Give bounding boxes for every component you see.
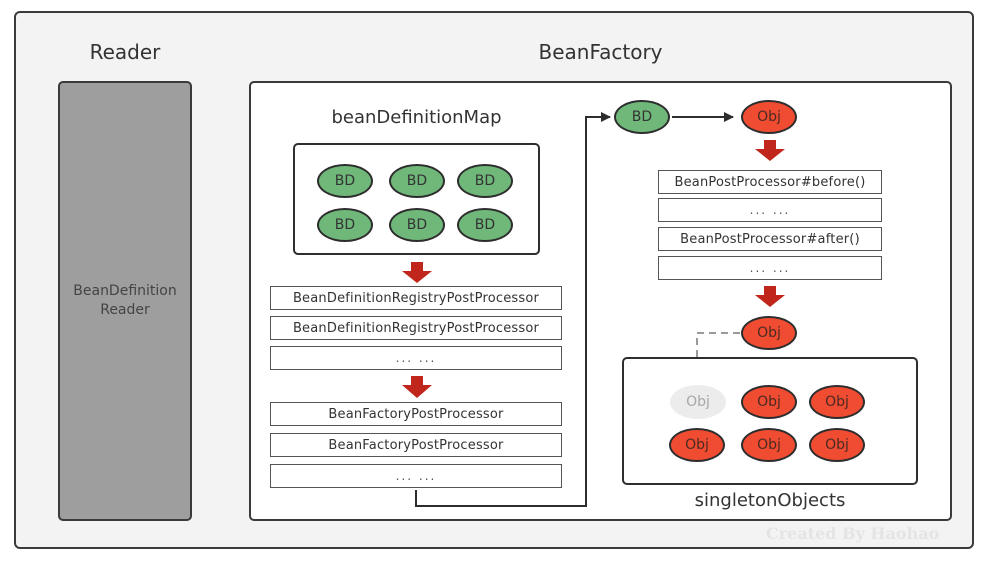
registry-post-processor-row: BeanDefinitionRegistryPostProcessor	[270, 316, 562, 340]
singleton-objects-box	[622, 357, 918, 485]
bean-post-processor-row: BeanPostProcessor#after()	[658, 227, 882, 251]
reader-title: Reader	[89, 40, 161, 64]
bean-post-processor-ellipsis-row: ... ...	[658, 256, 882, 280]
result-object-node: Obj	[741, 316, 797, 350]
red-down-arrow-4	[755, 286, 785, 307]
bean-definition-node: BD	[317, 208, 373, 242]
bean-definition-node: BD	[389, 208, 445, 242]
singleton-object-node: Obj	[741, 385, 797, 419]
registry-post-processor-row: BeanDefinitionRegistryPostProcessor	[270, 286, 562, 310]
singleton-object-node: Obj	[809, 385, 865, 419]
flow-bean-definition-node: BD	[614, 100, 670, 134]
bean-post-processor-row: BeanPostProcessor#before()	[658, 170, 882, 194]
bean-post-processor-ellipsis-row: ... ...	[658, 198, 882, 222]
registry-post-processor-ellipsis-row: ... ...	[270, 346, 562, 370]
singleton-object-node: Obj	[809, 428, 865, 462]
red-down-arrow-3	[755, 140, 785, 161]
red-down-arrow-1	[402, 262, 432, 283]
bean-factory-title: BeanFactory	[538, 40, 663, 64]
bean-definition-node: BD	[317, 164, 373, 198]
flow-connector-loop	[415, 112, 611, 507]
bean-definition-reader-box: BeanDefinitionReader	[58, 81, 192, 521]
bean-definition-reader-label: BeanDefinitionReader	[73, 283, 177, 318]
bean-definition-node: BD	[389, 164, 445, 198]
singleton-object-node: Obj	[741, 428, 797, 462]
factory-post-processor-row: BeanFactoryPostProcessor	[270, 433, 562, 457]
red-down-arrow-2	[402, 376, 432, 398]
singleton-objects-title: singletonObjects	[694, 490, 846, 511]
factory-post-processor-ellipsis-row: ... ...	[270, 464, 562, 488]
bean-definition-map-title: beanDefinitionMap	[331, 107, 502, 128]
pending-object-node: Obj	[670, 385, 726, 419]
flow-object-node: Obj	[741, 100, 797, 134]
bean-definition-node: BD	[457, 208, 513, 242]
watermark: Created By Haohao	[766, 524, 940, 543]
bean-definition-node: BD	[457, 164, 513, 198]
singleton-object-node: Obj	[669, 428, 725, 462]
factory-post-processor-row: BeanFactoryPostProcessor	[270, 402, 562, 426]
